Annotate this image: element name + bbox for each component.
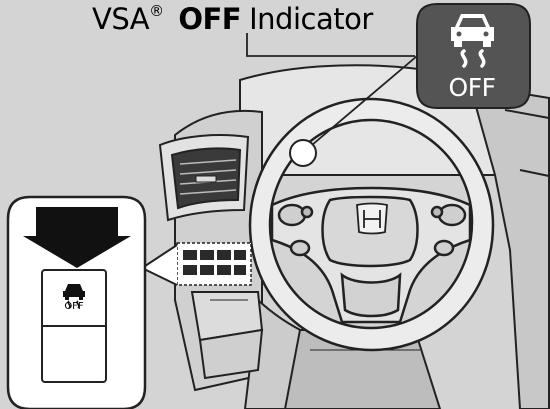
- title-suffix: Indicator: [249, 2, 373, 36]
- leader-line: [246, 33, 431, 146]
- skid-car-icon: [451, 14, 494, 47]
- skid-car-icon: [63, 284, 85, 300]
- air-vent: [158, 134, 250, 222]
- title-prefix: VSA: [92, 2, 150, 36]
- button-off-label: OFF: [64, 301, 84, 312]
- press-arrow-icon: [23, 207, 131, 268]
- knee-panel: [190, 291, 264, 380]
- vsa-off-indicator-box: [416, 3, 531, 109]
- switch-panel: [176, 242, 252, 286]
- indicator-location-marker: [289, 139, 317, 167]
- registered-mark: ®: [149, 2, 164, 20]
- title-state: OFF: [178, 2, 242, 36]
- honda-logo-icon: [356, 202, 388, 235]
- vsa-button-inset: [6, 195, 147, 409]
- indicator-off-label: OFF: [448, 73, 496, 102]
- steering-wheel: [248, 97, 495, 352]
- door-panel: [468, 83, 550, 409]
